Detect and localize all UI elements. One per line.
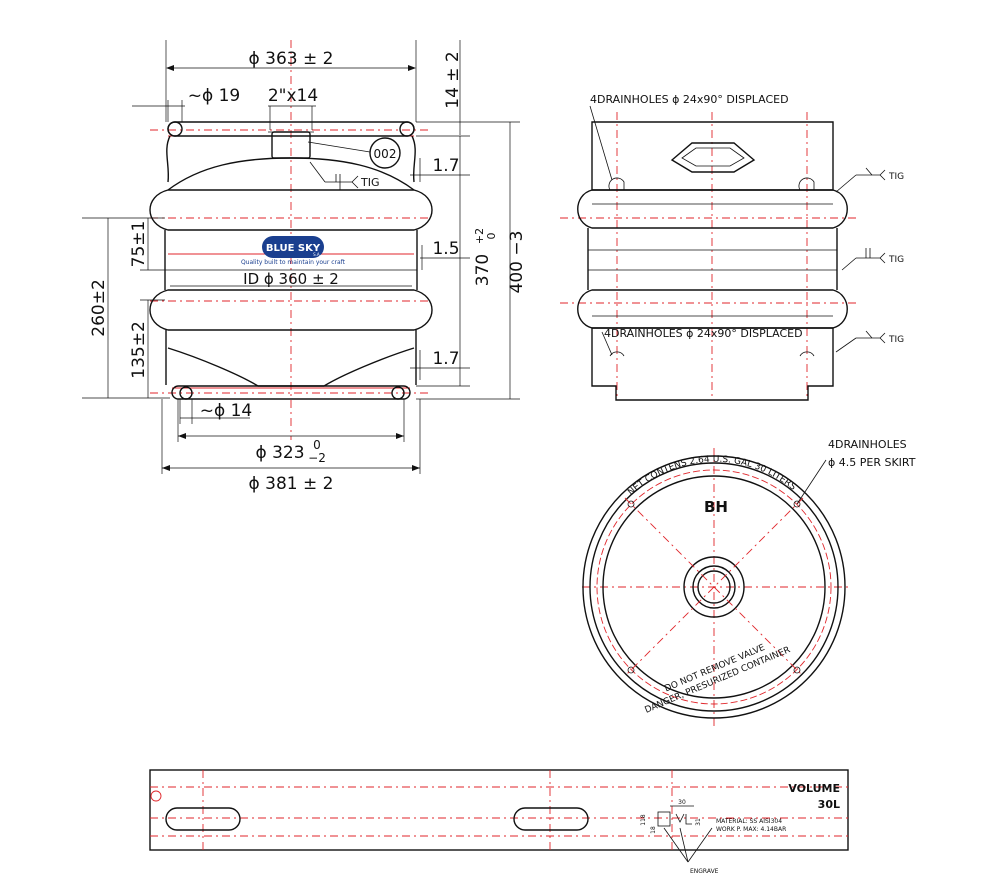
dim-bottom-skirt: ϕ 323 xyxy=(255,443,304,463)
work-pressure-text: WORK P. MAX: 4.14BAR xyxy=(716,826,786,833)
weld-symbol-front-mid: TIG xyxy=(841,248,904,271)
dim-rib-top: 75±1 xyxy=(129,221,149,268)
weld-label-front-bottom: TIG xyxy=(888,335,904,345)
dim-handle-hole: ~ϕ 19 xyxy=(188,86,241,106)
drainholes-note-line2: ϕ 4.5 PER SKIRT xyxy=(828,456,916,469)
top-view: NET CONTENS 2.64 U.S. GAL 30 LITERS BH D… xyxy=(582,438,916,728)
dim-chime-gap-top: 1.7 xyxy=(432,156,459,176)
brand-mark: BH xyxy=(704,498,728,516)
dim-total-height: 400 −3 xyxy=(507,231,527,294)
volume-value: 30L xyxy=(818,798,840,811)
drainholes-note-line1: 4DRAINHOLES xyxy=(828,438,907,451)
brand-logo: BLUE SKY S.A. Quality built to maintain … xyxy=(241,236,346,266)
dim-bottom-skirt-tol-bottom: −2 xyxy=(308,451,326,465)
side-view: BLUE SKY S.A. Quality built to maintain … xyxy=(82,40,527,494)
part-callout: 002 xyxy=(374,147,397,161)
dim-inner-diameter: ID ϕ 360 ± 2 xyxy=(243,270,339,288)
engrave-label: ENGRAVE xyxy=(690,868,719,875)
dim-top-height: 14 ± 2 xyxy=(443,51,463,109)
front-view: 4DRAINHOLES ϕ 24x90° DISPLACED 4DRAINHOL… xyxy=(560,93,904,401)
material-text: MATERIAL: SS AISI304 xyxy=(716,818,782,825)
weld-symbol-top: TIG xyxy=(309,161,380,190)
drainholes-note-top: 4DRAINHOLES ϕ 24x90° DISPLACED xyxy=(590,93,789,106)
dim-chime-gap-bottom: 1.7 xyxy=(432,349,459,369)
weld-label-front-top: TIG xyxy=(888,172,904,182)
weld-symbol-front-top: TIG xyxy=(835,167,904,193)
dim-outer-top: ϕ 363 ± 2 xyxy=(249,49,334,69)
logo-tagline: Quality built to maintain your craft xyxy=(241,259,346,266)
logo-text: BLUE SKY xyxy=(266,243,321,254)
dim-body-height-tol-top: +2 xyxy=(473,228,486,244)
dim-31: 31 xyxy=(695,818,702,826)
dim-spear-thread: 2"x14 xyxy=(268,86,318,106)
logo-sub: S.A. xyxy=(313,252,321,257)
dim-body-height-tol-bottom: 0 xyxy=(485,233,498,240)
developed-skirt: VOLUME 30L MATERIAL: SS AISI304 WORK P. … xyxy=(149,769,849,875)
dim-30: 30 xyxy=(678,799,686,806)
dim-foot-hole: ~ϕ 14 xyxy=(200,401,253,421)
volume-label: VOLUME xyxy=(788,782,840,795)
dim-18: 18 xyxy=(650,826,657,834)
dim-rib-bottom: 135±2 xyxy=(129,321,149,379)
dim-outer-bottom: ϕ 381 ± 2 xyxy=(249,474,334,494)
dim-rib-gap: 1.5 xyxy=(432,239,459,259)
dim-body-height: 370 xyxy=(473,254,493,286)
weld-symbol-front-bottom: TIG xyxy=(835,330,904,353)
dim-118: 118 xyxy=(640,814,647,826)
drainholes-note-bottom: 4DRAINHOLES ϕ 24x90° DISPLACED xyxy=(604,327,803,340)
weld-label-top: TIG xyxy=(360,176,380,189)
weld-label-front-mid: TIG xyxy=(888,255,904,265)
dim-rib-span: 260±2 xyxy=(89,279,109,337)
dim-bottom-skirt-tol-top: 0 xyxy=(313,438,321,452)
